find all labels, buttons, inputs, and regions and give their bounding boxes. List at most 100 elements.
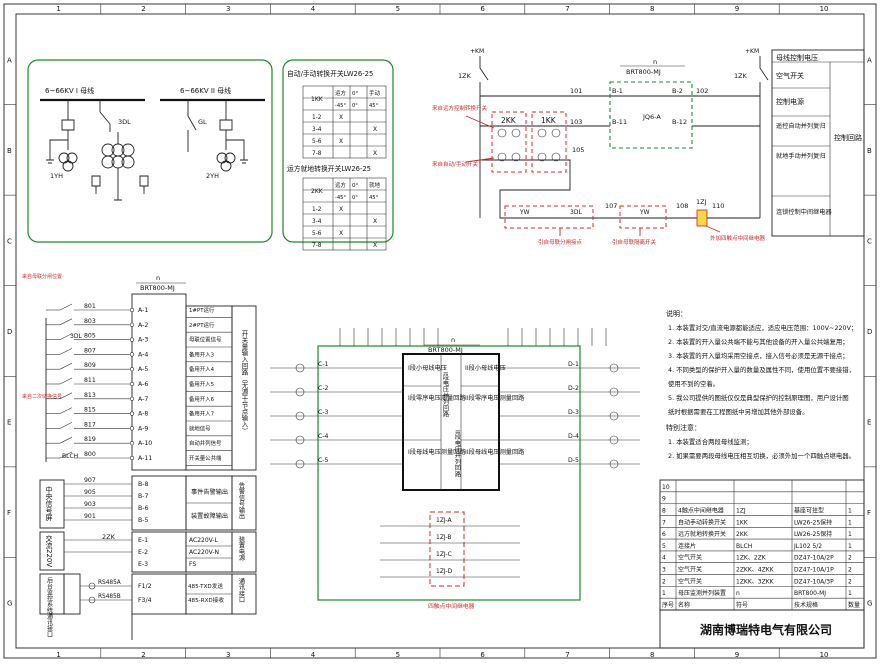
grid-row-left: A [7,56,12,64]
inputs-dl: 3DL [70,333,82,340]
control-brt: BRT800-MJ [626,68,661,76]
input-func: 备用开入3 [189,350,214,358]
switch-head: 就地 [369,181,381,189]
bom-cell: 1 [848,507,852,514]
input-pin: A-4 [138,351,148,358]
relay-contact: 1ZJ-B [436,534,452,541]
label-2yh: 2YH [206,172,219,180]
signal-pin: B-6 [138,505,148,512]
bom-cell: 连接片 [678,542,696,550]
switch-head: 运方 [335,89,347,97]
input-node: 817 [84,421,96,428]
grid-col-top: 2 [141,5,145,13]
bom-cell: 10 [662,484,670,491]
comm-node: RS485A [98,580,121,586]
bom-head-cell: 技术规格 [794,601,818,609]
input-node: 801 [84,303,96,310]
center-left-pin: C-3 [318,409,329,416]
grid-col-top: 7 [565,5,569,13]
inputs-note1: 来自母联分闸位置 [22,273,62,280]
bom-cell: 1 [662,590,666,597]
input-node: 819 [84,436,96,443]
center-device-box [402,353,500,491]
switch-angle: 0° [352,103,358,109]
input-func: 备用开入7 [189,410,214,418]
note-yw: 引自母联隔离开关 [612,238,657,246]
switch-mark: X [339,206,343,213]
bom-cell: 空气开关 [678,566,702,574]
notes-panel: 说明： 1. 本装置对交/直流电源都能适应，适应电压范围：100V~220V；2… [666,309,857,460]
switch-remote-title: 运方就地转换开关LW26-25 [287,164,371,173]
switch-contact: 3-4 [312,219,322,225]
center-right-pin: D-1 [568,361,579,368]
bom-cell: 4 [662,555,666,562]
bus2-label: 6~66KV II 母线 [180,86,231,95]
grid-col-bottom: 9 [735,651,739,659]
comm-pin: F1/2 [138,583,152,590]
center-r2: II段零序电压测量回路 [465,394,525,402]
switch-mark: X [373,242,377,249]
node-108: 108 [676,202,688,210]
grid-row-left: C [7,237,12,245]
switch-contact: 5-6 [312,139,322,145]
bom-cell: 2 [848,555,852,562]
bus1-label: 6~66KV I 母线 [45,86,94,95]
inputs-group-col [231,305,257,471]
power-pin: E-2 [138,549,148,556]
switch-contact: 1-2 [312,115,322,121]
switch-head: 0° [352,91,358,97]
notes-items: 1. 本装置对交/直流电源都能适应，适应电压范围：100V~220V；2. 本装… [668,323,857,416]
grid-row-left: G [7,600,12,608]
note-line: 1. 本装置对交/直流电源都能适应，适应电压范围：100V~220V； [668,323,857,332]
grid-row-right: B [867,147,872,155]
signal-pin: B-5 [138,517,148,524]
kk1-box [531,111,567,173]
kk2-box [491,111,527,173]
switch-auto-title: 自动/手动转换开关LW26-25 [287,69,373,78]
label-3dl: 3DL [118,118,131,126]
legend-frame [771,49,865,237]
km-right: +KM [745,48,759,55]
grid-col-top: 6 [480,5,485,13]
bom-cell: DZ47-10A/1P [794,567,834,574]
input-func: 2#PT运行 [189,321,215,329]
input-node: 807 [84,347,96,354]
comm-group: 通讯接口 [238,577,245,604]
switch-contact: 3-4 [312,127,322,133]
bom-cell: n [736,590,740,597]
right-legend: 母线控制电压 空气开关 控制电源 遥控自动并列复归 就地手动并列复归 连锁控制中… [771,49,865,237]
b12-label: B-12 [672,118,687,126]
center-mid2: II段电压并列回路 [454,430,461,478]
switch-angle: 45° [369,195,379,201]
grid-col-bottom: 1 [56,651,60,659]
input-pin: A-1 [138,307,148,314]
switch-angle: -45° [335,195,346,201]
legend-item-2: 控制电源 [776,97,804,106]
center-r1: II段小母线电压 [465,364,506,372]
input-pin: A-8 [138,411,148,418]
legend-item-3: 遥控自动并列复归 [776,122,826,130]
center-l3: I段母线电压测量回路 [408,448,466,456]
label-1yh: 1YH [50,172,63,180]
input-pin: A-6 [138,381,148,388]
signal-node: 903 [84,501,96,508]
center-green-frame [317,345,581,601]
center-right-pin: D-4 [568,433,579,440]
grid-row-left: B [7,147,12,155]
control-n: n [653,58,657,66]
inputs-n: n [156,274,160,282]
legend-top: 母线控制电压 [776,53,818,62]
center-device: n BRT800-MJ I段小母线电压 I段零序电压测量回路 I段母线电压测量回… [270,328,640,610]
grid-col-bottom: 2 [141,651,145,659]
input-func: 备用开入5 [189,380,214,388]
input-node: 813 [84,392,96,399]
zk-left: 1ZK [458,72,472,80]
power-func: AC220V-N [189,549,219,556]
bom-cell: BRT800-MJ [794,590,826,597]
bom-cell: 1 [848,543,852,550]
dl3-label: 3DL [570,209,582,216]
control-circuit: +KM +KM n BRT800-MJ 1ZK 1ZK 101 102 103 … [432,48,769,246]
node-110: 110 [712,202,724,210]
comm-func: 485-TXD发送 [188,582,223,590]
